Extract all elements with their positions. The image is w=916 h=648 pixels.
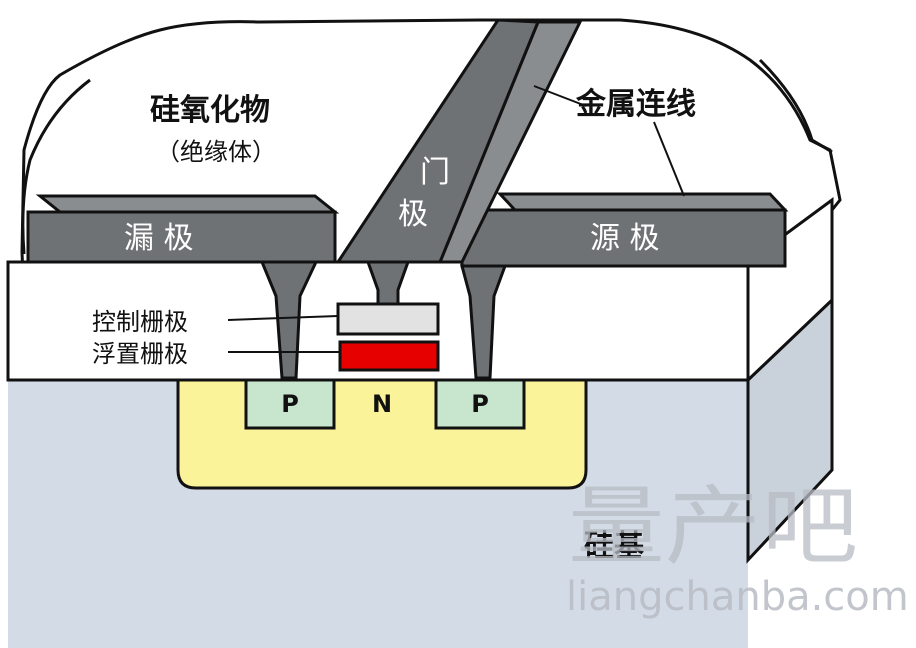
label-floating-gate: 浮置栅极 [92, 340, 188, 368]
watermark-logo: 量产吧 [568, 477, 858, 577]
floating-gate [340, 342, 438, 370]
label-metal-wire: 金属连线 [575, 87, 696, 122]
control-gate [338, 304, 438, 334]
label-drain: 漏 极 [124, 221, 194, 256]
source-electrode-top [500, 194, 785, 210]
label-oxide-note: （绝缘体） [156, 138, 276, 166]
label-gate-bottom: 极 [398, 197, 428, 232]
label-n-region: N [372, 390, 392, 418]
label-control-gate: 控制栅极 [92, 308, 188, 336]
label-gate-top: 门 [420, 155, 450, 190]
drain-electrode-top [40, 196, 335, 212]
label-source: 源 极 [590, 221, 660, 256]
watermark-url: liangchanba.com [566, 574, 909, 620]
label-p-right: P [471, 390, 489, 418]
label-p-left: P [281, 390, 299, 418]
label-oxide: 硅氧化物 [150, 93, 270, 128]
